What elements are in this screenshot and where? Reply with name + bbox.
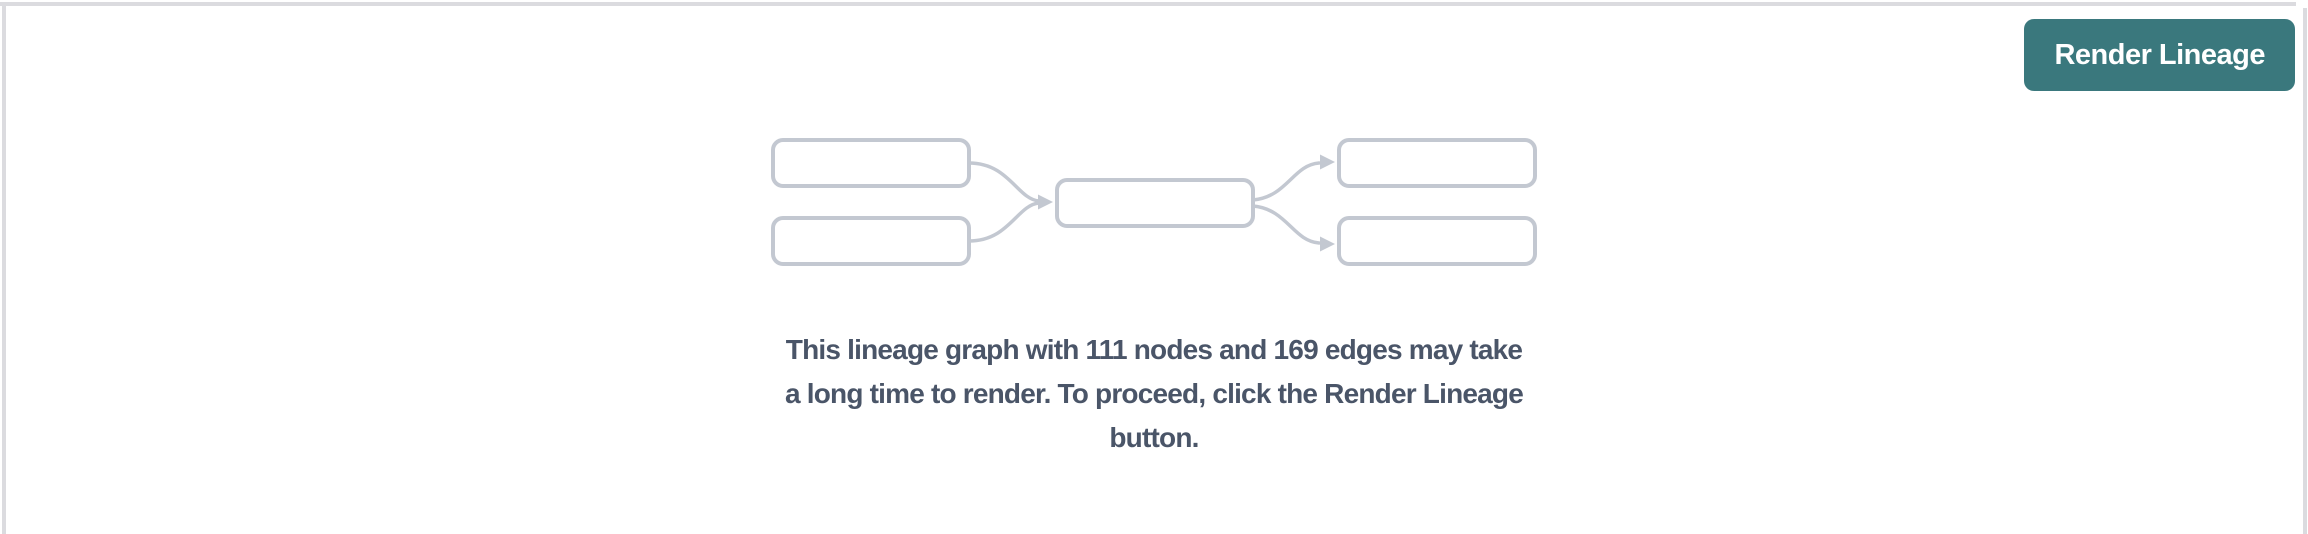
message-line-3: button. [1109,422,1199,453]
placeholder-node-top-right [1337,138,1537,188]
edge-middle-to-bottom-right [1251,204,1321,245]
render-lineage-button[interactable]: Render Lineage [2024,19,2295,91]
panel-right-border [2303,8,2307,534]
arrowhead-into-middle-icon [1038,194,1053,210]
edge-bottom-left-to-middle [967,201,1041,243]
message-line-1: This lineage graph with 111 nodes and 16… [785,334,1523,365]
lineage-graph-illustration [771,138,1537,266]
edge-top-left-to-middle [967,161,1041,203]
lineage-warning-message: This lineage graph with 111 nodes and 16… [704,328,1604,460]
arrowhead-top-right-icon [1320,154,1335,170]
placeholder-node-bottom-left [771,216,971,266]
placeholder-node-bottom-right [1337,216,1537,266]
edge-middle-to-top-right [1251,161,1321,202]
panel-left-border [2,2,6,534]
lineage-placeholder-panel: This lineage graph with 111 nodes and 16… [704,138,1604,460]
arrowhead-bottom-right-icon [1320,236,1335,252]
placeholder-node-top-left [771,138,971,188]
message-line-2: a long time to render. To proceed, click… [784,378,1524,409]
panel-top-border [0,2,2296,6]
placeholder-node-middle [1055,178,1255,228]
